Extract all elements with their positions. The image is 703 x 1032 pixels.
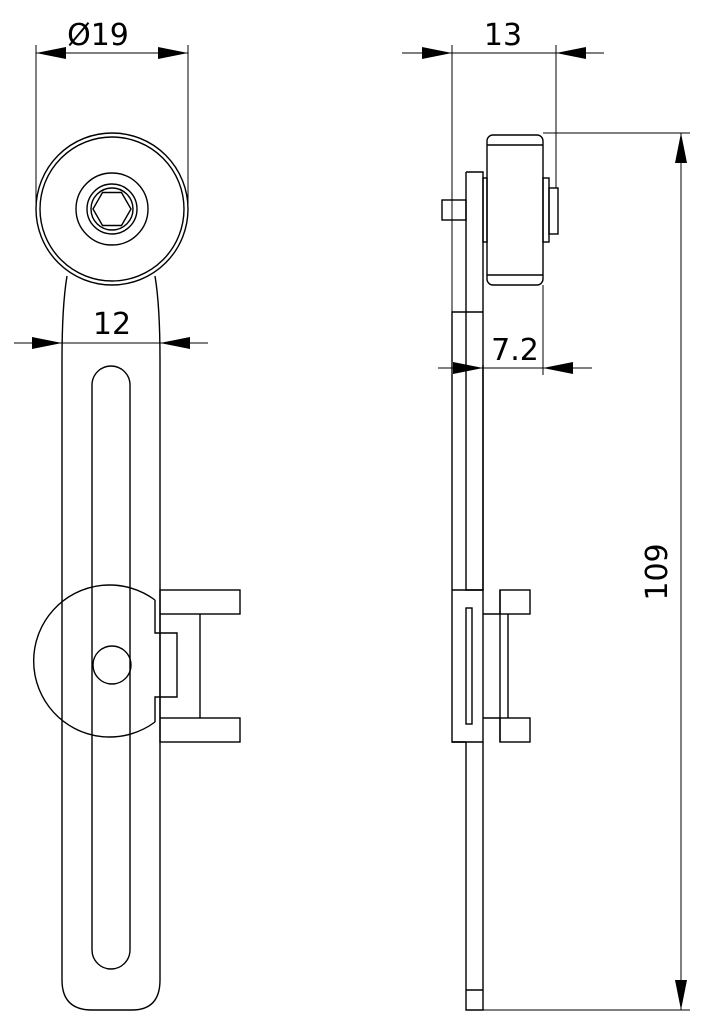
- width-arrow-left: [32, 337, 62, 349]
- bolt-inner-circle: [90, 187, 134, 231]
- offset-arrow-left: [453, 362, 483, 374]
- axle-stub-left: [441, 199, 467, 221]
- side-arrow-left: [422, 47, 452, 59]
- clamp-side: [452, 589, 484, 743]
- arm-slot: [91, 365, 131, 970]
- arm-plate-body: [451, 311, 466, 743]
- arm-outline: [61, 275, 161, 1011]
- length-arrow-top: [675, 133, 687, 163]
- side-arrow-right: [556, 47, 586, 59]
- width-arrow-right: [160, 337, 190, 349]
- arm-plate-upper: [465, 171, 484, 591]
- bracket-side-top: [499, 589, 531, 615]
- dia-label: Ø19: [67, 18, 129, 53]
- offset-label: 7.2: [491, 333, 539, 368]
- roller-washer-right: [542, 177, 550, 243]
- bracket-bottom-flange: [159, 717, 241, 743]
- width-label: 12: [93, 307, 131, 342]
- offset-arrow-right: [543, 362, 573, 374]
- length-label: 109: [640, 543, 675, 600]
- hex-nut: [92, 191, 132, 227]
- roller-outer-circle: [35, 132, 189, 286]
- length-arrow-bottom: [675, 980, 687, 1010]
- roller-washer: [482, 177, 488, 243]
- arm-plate-lower: [465, 742, 484, 1011]
- side-width-label: 13: [484, 18, 522, 53]
- clamp-hole: [92, 645, 132, 685]
- roller-side: [486, 134, 544, 286]
- clamp-insert: [465, 607, 473, 725]
- front-view: Ø19 12: [14, 18, 241, 1011]
- bolt-circle: [86, 183, 138, 235]
- bolt-head-side: [548, 187, 559, 235]
- bracket-top-flange: [159, 589, 241, 615]
- bolt-head-circle: [75, 172, 149, 246]
- side-view: 13 7.2 109: [402, 18, 690, 1011]
- clamp-notch: [154, 600, 178, 722]
- clamp-hub: [33, 584, 156, 738]
- bracket-side-bottom: [499, 717, 531, 743]
- dia-arrow-right: [158, 47, 188, 59]
- roller-rim-circle: [39, 136, 185, 282]
- dia-arrow-left: [36, 47, 66, 59]
